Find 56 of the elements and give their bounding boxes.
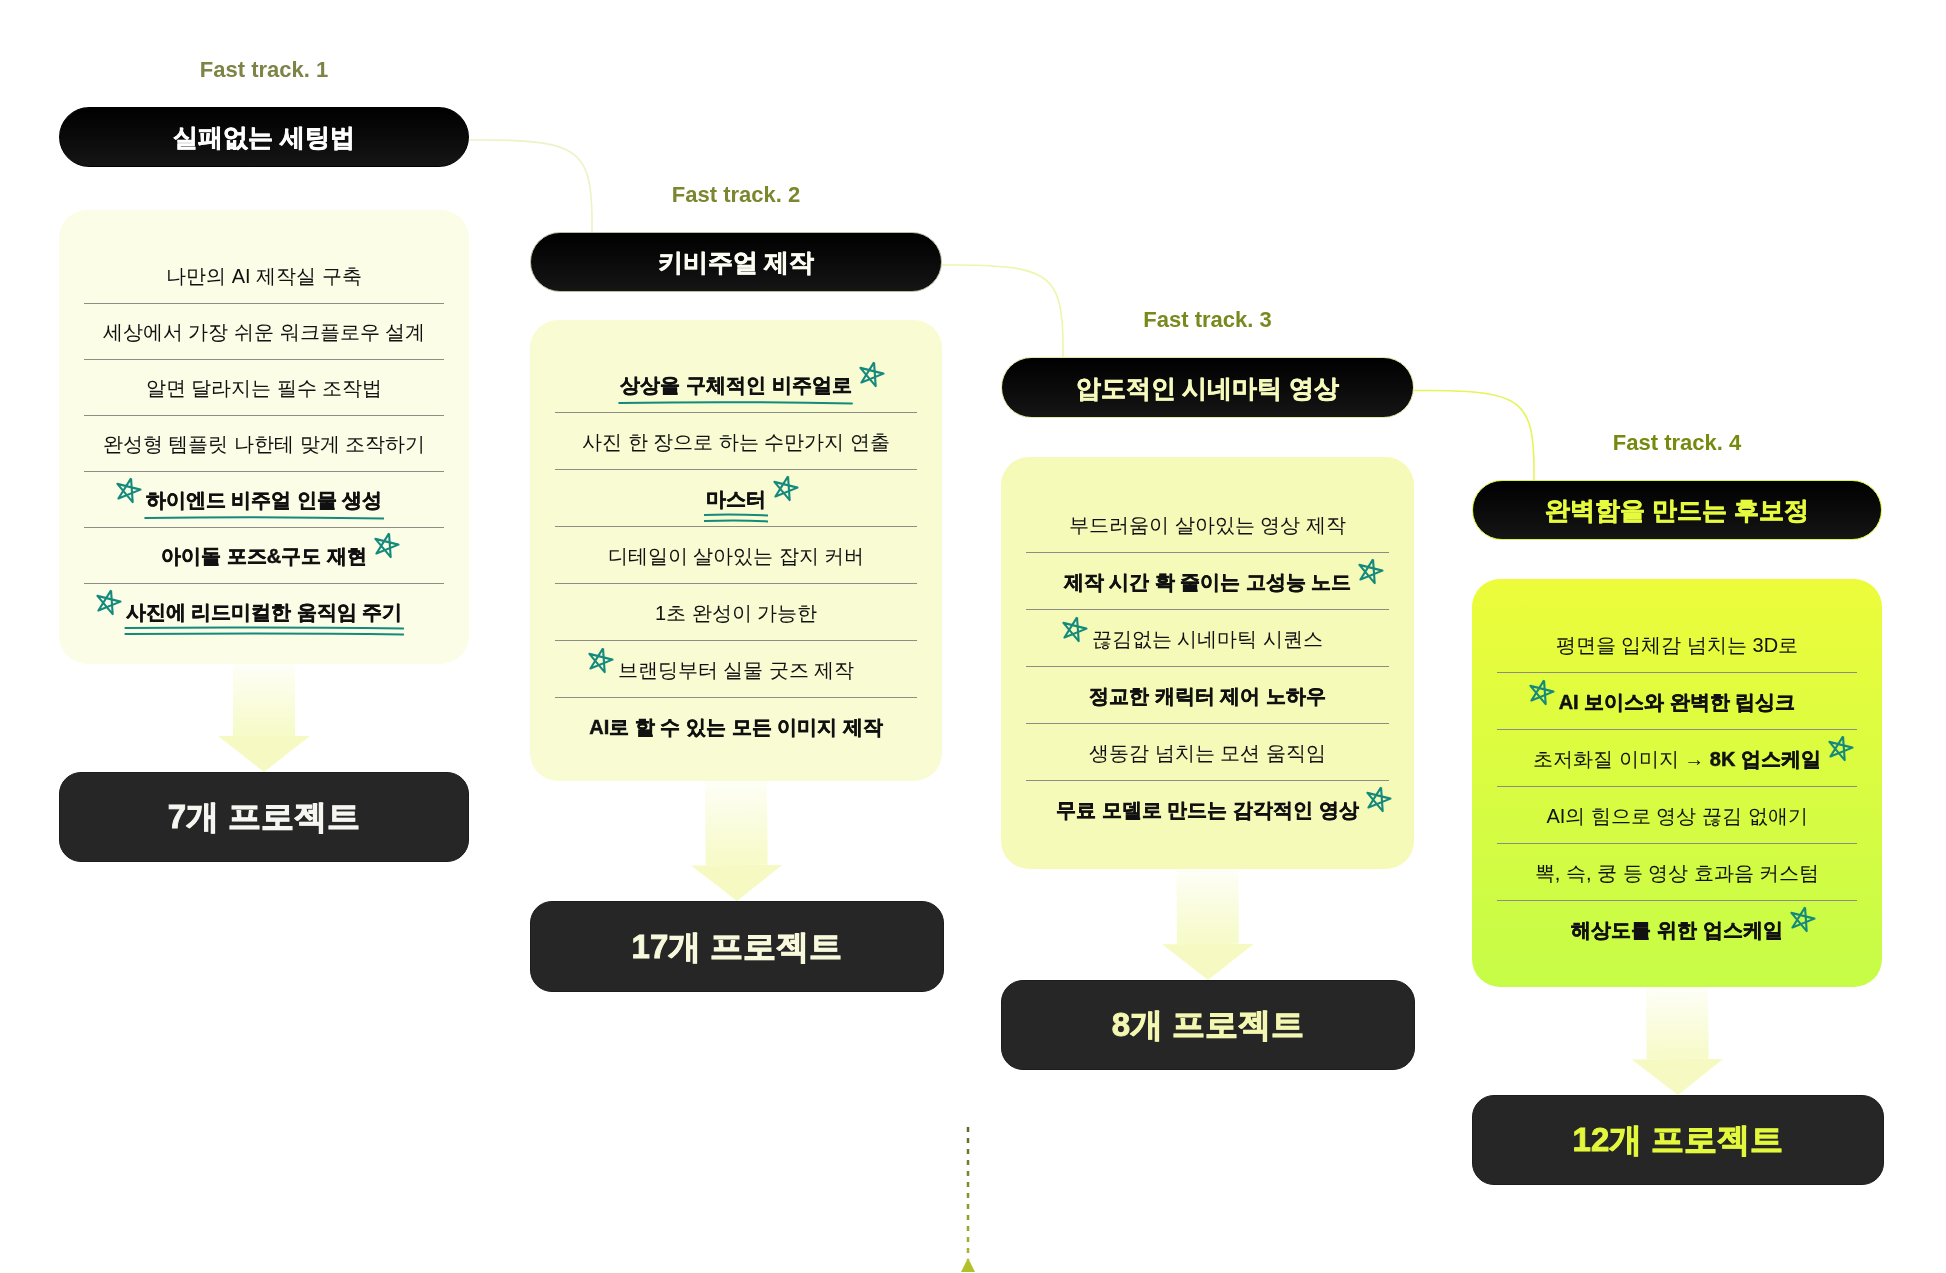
track-label: Fast track. 3 xyxy=(1143,306,1272,334)
block-arrow xyxy=(218,664,310,772)
list-item: 1초 완성이 가능한 xyxy=(654,600,818,626)
list-item: 완성형 템플릿 나한테 맞게 조작하기 xyxy=(102,432,426,457)
list-item: 사진에 리드미컬한 움직임 주기 xyxy=(125,600,403,625)
project-count: 8개 프로젝트 xyxy=(1111,1005,1305,1045)
project-count-box xyxy=(59,772,469,862)
track-label: Fast track. 2 xyxy=(671,181,801,209)
track-title: 압도적인 시네마틱 영상 xyxy=(1075,372,1340,404)
list-item: 정교한 캐릭터 제어 노하우 xyxy=(1089,683,1326,709)
list-item: 디테일이 살아있는 잡지 커버 xyxy=(607,543,865,569)
track-title: 완벽함을 만드는 후보정 xyxy=(1545,495,1809,526)
project-count-box xyxy=(1472,1095,1884,1185)
list-item: 마스터 xyxy=(706,486,766,512)
track-title: 키비주얼 제작 xyxy=(657,247,815,278)
topic-card xyxy=(1001,457,1414,869)
project-count-box xyxy=(1001,980,1415,1070)
list-item: 평면을 입체감 넘치는 3D로 xyxy=(1555,632,1799,658)
list-item: 뽁, 슥, 쿵 등 영상 효과음 커스텀 xyxy=(1534,860,1820,886)
topic-card xyxy=(530,320,942,781)
project-count: 17개 프로젝트 xyxy=(631,926,843,967)
list-item: AI의 힘으로 영상 끊김 없애기 xyxy=(1546,803,1808,829)
block-arrow xyxy=(1161,868,1254,981)
list-item: 알면 달라지는 필수 조작법 xyxy=(145,376,383,401)
track-title: 실패없는 세팅법 xyxy=(173,122,355,153)
list-item: AI로 할 수 있는 모든 이미지 제작 xyxy=(589,714,883,740)
list-item: 해상도를 위한 업스케일 xyxy=(1571,917,1783,943)
list-item: 사진 한 장으로 하는 수만가지 연출 xyxy=(582,429,890,455)
list-item: 끊김없는 시네마틱 시퀀스 xyxy=(1091,626,1324,652)
track-header xyxy=(1472,480,1882,540)
project-count: 12개 프로젝트 xyxy=(1572,1120,1784,1160)
list-item: 상상을 구체적인 비주얼로 xyxy=(620,372,852,398)
connector-curve xyxy=(468,139,593,233)
track-label: Fast track. 1 xyxy=(199,56,329,84)
list-item: 세상에서 가장 쉬운 워크플로우 설계 xyxy=(102,320,426,345)
block-arrow xyxy=(690,780,783,902)
track-header xyxy=(59,107,469,167)
connector-curve xyxy=(1413,389,1535,481)
block-arrow xyxy=(1631,986,1724,1096)
track-label: Fast track. 4 xyxy=(1612,429,1742,457)
list-item: 부드러움이 살아있는 영상 제작 xyxy=(1069,512,1346,538)
topic-card xyxy=(1472,579,1882,987)
track-header xyxy=(530,232,942,292)
list-item: 생동감 넘치는 모션 움직임 xyxy=(1089,740,1326,766)
topic-card xyxy=(59,210,469,664)
list-item: 초저화질 이미지 → 8K 업스케일 xyxy=(1533,746,1821,772)
connector-curve xyxy=(941,264,1064,358)
project-count: 7개 프로젝트 xyxy=(167,797,361,837)
list-item: AI 보이스와 완벽한 립싱크 xyxy=(1558,689,1796,715)
list-item: 아이돌 포즈&구도 재현 xyxy=(161,544,367,569)
project-count-box xyxy=(530,901,944,992)
list-item: 무료 모델로 만드는 감각적인 영상 xyxy=(1056,797,1359,823)
list-item: 나만의 AI 제작실 구축 xyxy=(166,264,362,289)
list-item: 제작 시간 확 줄이는 고성능 노드 xyxy=(1063,569,1352,595)
list-item: 브랜딩부터 실물 굿즈 제작 xyxy=(617,657,855,683)
list-item: 하이엔드 비주얼 인물 생성 xyxy=(145,488,383,513)
